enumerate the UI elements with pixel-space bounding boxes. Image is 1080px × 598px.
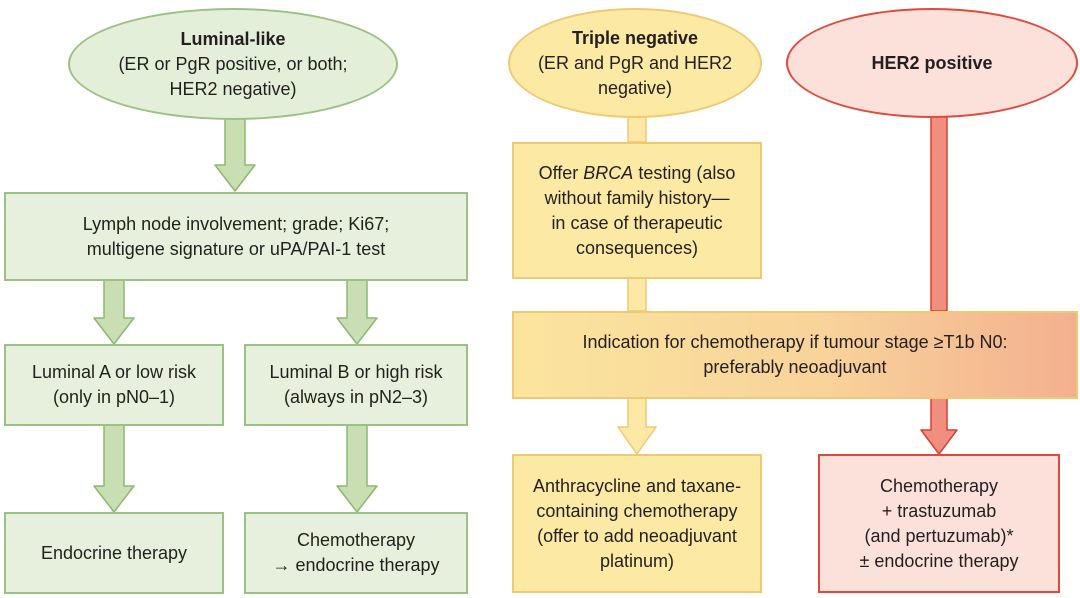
triple-negative-node: Triple negative (ER and PgR and HER2 neg… — [508, 8, 762, 118]
luminal-a-box: Luminal A or low risk (only in pN0–1) — [4, 344, 224, 426]
her2-therapy-line4: ± endocrine therapy — [859, 550, 1019, 571]
chemo-indication-line1: Indication for chemotherapy if tumour st… — [582, 332, 1008, 352]
her2-therapy-line3: (and pertuzumab)* — [864, 525, 1014, 546]
luminal-a-line2: (only in pN0–1) — [52, 387, 176, 407]
arrow-lum-a-to-endocrine — [93, 424, 135, 513]
chemo-endocrine-line2: → endocrine therapy — [272, 555, 440, 575]
anthracycline-line1: Anthracycline and taxane- — [532, 475, 742, 496]
arrow-indication-to-her2-therapy — [920, 397, 958, 455]
arrow-brca-to-indication — [627, 277, 647, 312]
her2-therapy-line1: Chemotherapy — [879, 475, 999, 496]
anthracycline-box: Anthracycline and taxane- containing che… — [512, 454, 762, 593]
chemo-endocrine-line1: Chemotherapy — [296, 530, 416, 550]
her2-positive-node: HER2 positive — [786, 8, 1078, 118]
brca-italic: BRCA — [583, 162, 634, 183]
anthracycline-line4: platinum) — [599, 550, 675, 571]
anthracycline-line2: containing chemotherapy — [536, 500, 738, 521]
luminal-like-title: Luminal-like — [180, 28, 286, 49]
triple-negative-line2: negative) — [597, 77, 673, 98]
brca-prefix: Offer — [538, 162, 584, 183]
anthracycline-line3: (offer to add neoadjuvant — [537, 525, 737, 546]
luminal-b-box: Luminal B or high risk (always in pN2–3) — [244, 344, 468, 426]
endocrine-therapy-line1: Endocrine therapy — [40, 542, 188, 563]
luminal-a-line1: Luminal A or low risk — [31, 362, 197, 382]
arrow-lum-b-to-chemo — [336, 424, 378, 513]
luminal-like-line1: (ER or PgR positive, or both; — [118, 53, 348, 74]
brca-testing-line1: Offer BRCA testing (also — [539, 161, 736, 186]
lymph-node-box: Lymph node involvement; grade; Ki67; mul… — [4, 192, 468, 281]
luminal-like-node: Luminal-like (ER or PgR positive, or bot… — [68, 8, 398, 120]
chemo-indication-line2: preferably neoadjuvant — [703, 357, 887, 377]
luminal-b-line2: (always in pN2–3) — [283, 387, 429, 407]
arrow-lymph-to-lum-a — [93, 279, 135, 345]
arrow-her2-to-indication — [930, 115, 948, 312]
brca-testing-box: Offer BRCA testing (also without family … — [512, 142, 762, 279]
her2-therapy-line2: + trastuzumab — [881, 500, 997, 521]
chemo-endocrine-box: Chemotherapy → endocrine therapy — [244, 512, 468, 594]
her2-positive-title: HER2 positive — [871, 52, 993, 73]
luminal-b-line1: Luminal B or high risk — [269, 362, 443, 382]
arrow-lymph-to-lum-b — [336, 279, 378, 345]
triple-negative-title: Triple negative — [571, 27, 699, 48]
endocrine-therapy-box: Endocrine therapy — [4, 512, 224, 594]
triple-negative-line1: (ER and PgR and HER2 — [537, 52, 733, 73]
brca-testing-line4: consequences) — [575, 237, 699, 258]
lymph-node-line1: Lymph node involvement; grade; Ki67; — [82, 213, 390, 234]
lymph-node-line2: multigene signature or uPA/PAI-1 test — [86, 238, 386, 259]
brca-testing-line3: in case of therapeutic — [551, 212, 723, 233]
arrow-luminal-to-lymph — [214, 117, 256, 192]
arrow-indication-to-anthra — [617, 397, 657, 455]
luminal-like-line2: HER2 negative) — [169, 78, 297, 99]
arrow-triple-to-brca — [627, 115, 647, 143]
her2-therapy-box: Chemotherapy + trastuzumab (and pertuzum… — [818, 454, 1060, 593]
brca-suffix: testing (also — [633, 162, 736, 183]
chemo-indication-box: Indication for chemotherapy if tumour st… — [512, 311, 1078, 399]
brca-testing-line2: without family history— — [544, 187, 730, 208]
